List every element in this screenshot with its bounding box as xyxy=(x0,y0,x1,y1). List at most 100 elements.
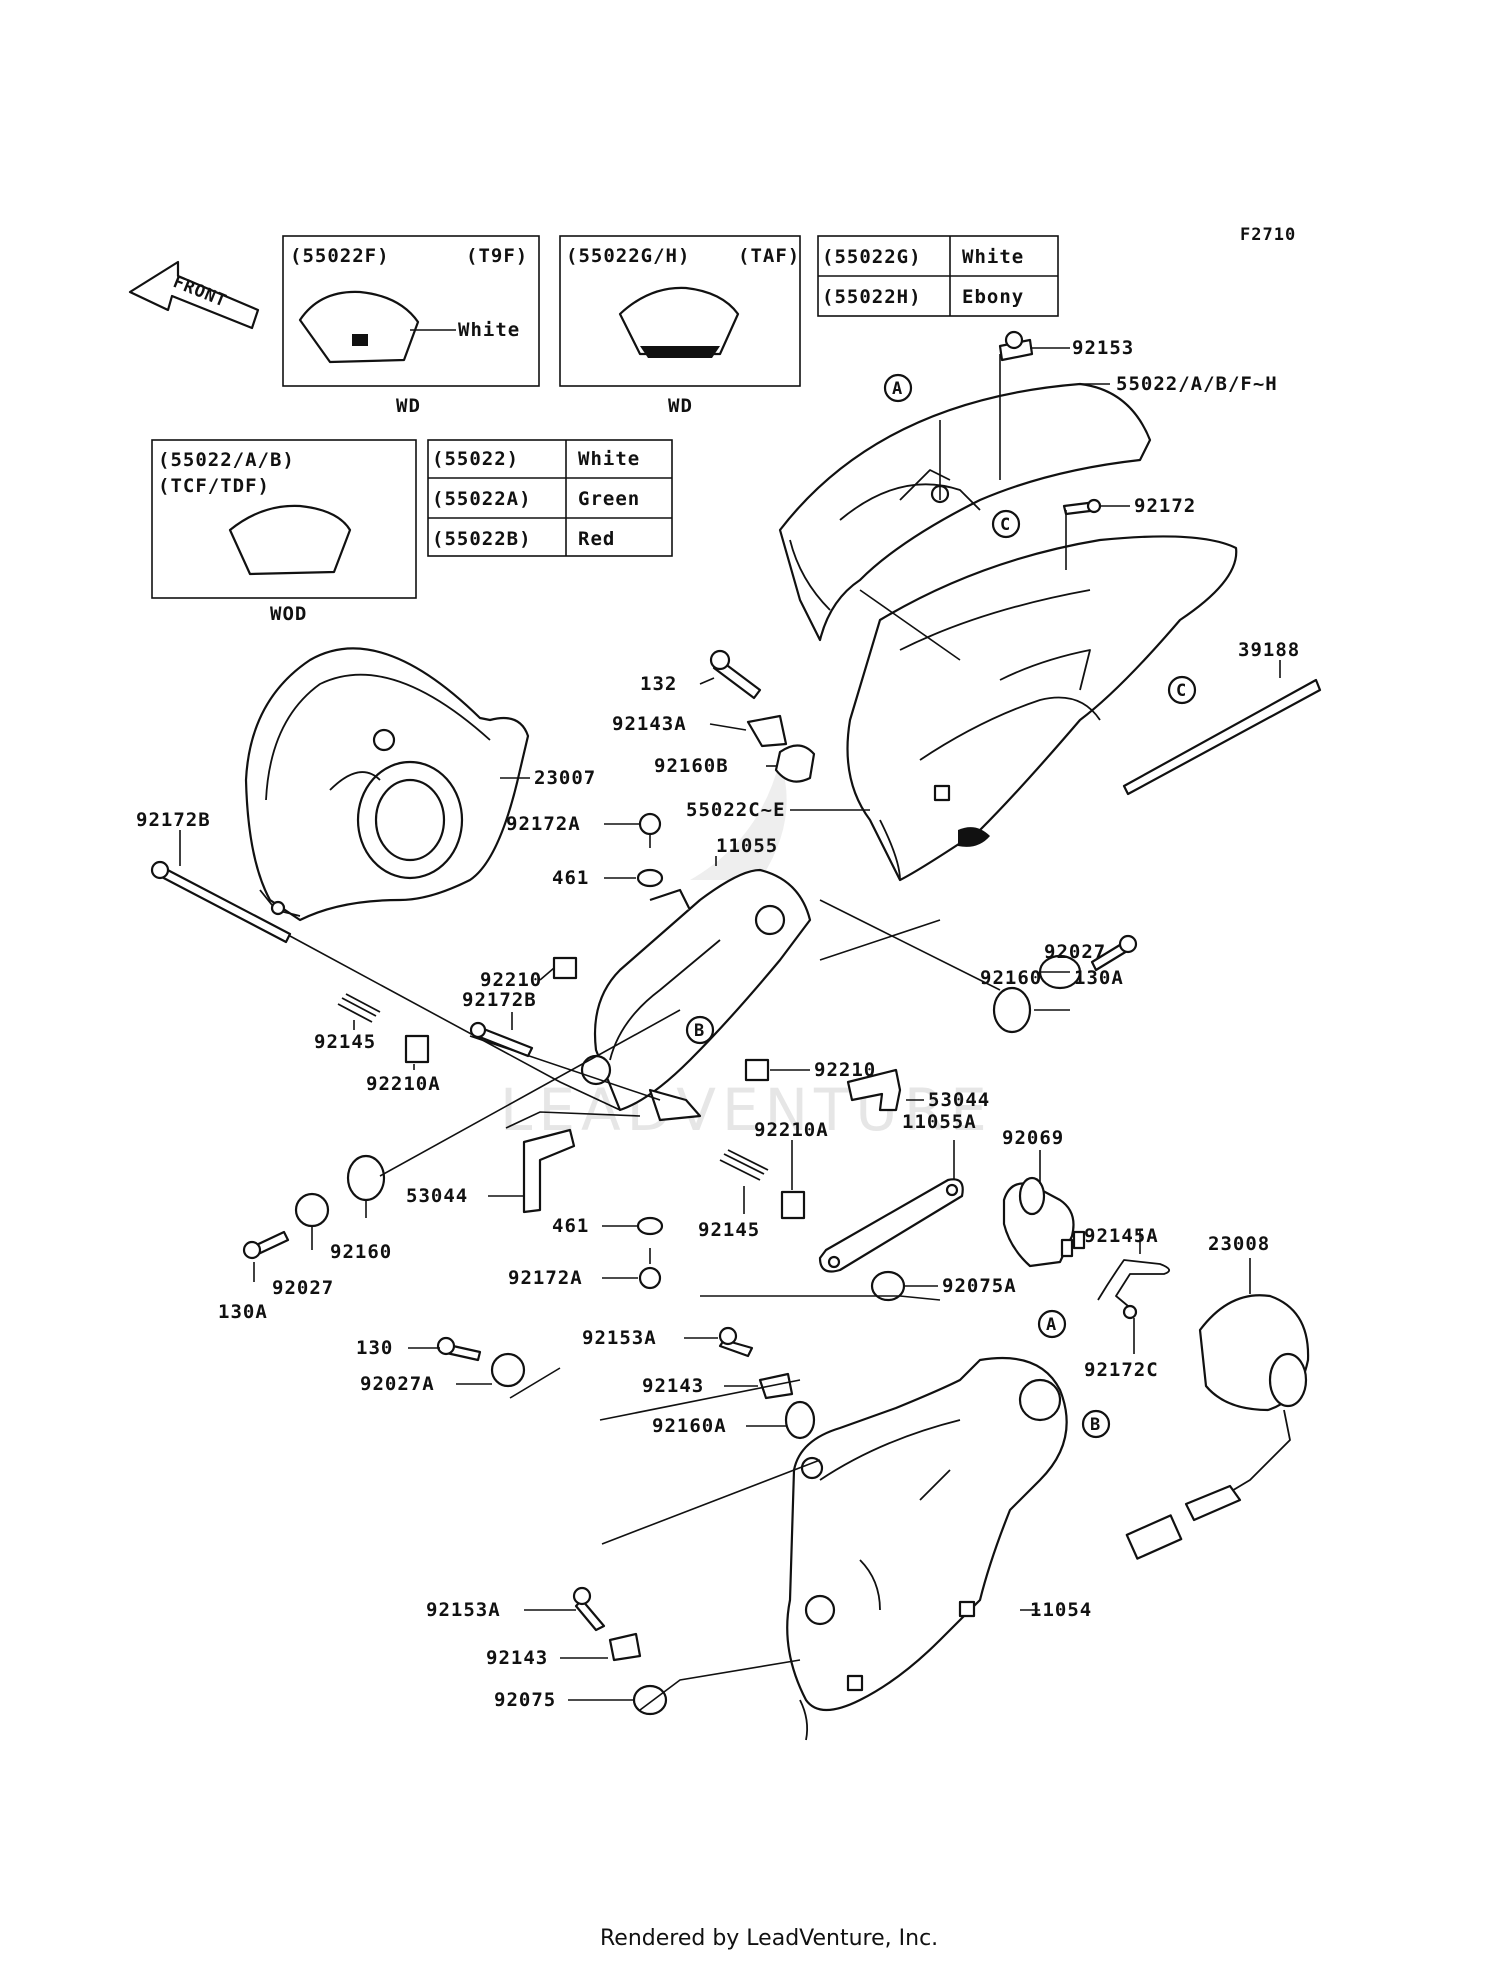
sticker-39188 xyxy=(1122,678,1322,796)
variant-caption: WD xyxy=(668,395,693,417)
svg-text:(55022B): (55022B) xyxy=(432,528,532,550)
socket-23008 xyxy=(1125,1294,1310,1560)
variant-caption: WOD xyxy=(270,603,307,625)
part-label: 92210A xyxy=(366,1073,441,1095)
part-label: 92027 xyxy=(272,1277,334,1299)
part-label: 92172A xyxy=(506,813,581,835)
svg-text:(55022): (55022) xyxy=(432,448,519,470)
part-label: 23008 xyxy=(1208,1233,1270,1255)
part-label: 92143 xyxy=(642,1375,704,1397)
part-label: 92075A xyxy=(942,1275,1017,1297)
callout-c-2: C xyxy=(1167,675,1197,705)
part-label: 461 xyxy=(552,1215,589,1237)
svg-text:C: C xyxy=(1000,515,1011,535)
part-label: 92069 xyxy=(1002,1127,1064,1149)
variant-code: (TAF) xyxy=(738,245,800,267)
watermark-text: LEADVENTURE xyxy=(500,1076,993,1144)
part-label: 92143A xyxy=(612,713,687,735)
part-label: 92160A xyxy=(652,1415,727,1437)
part-label: 39188 xyxy=(1238,639,1300,661)
svg-text:Green: Green xyxy=(578,488,640,510)
svg-text:Red: Red xyxy=(578,528,615,550)
part-label: 92210 xyxy=(814,1059,876,1081)
part-label: 92027 xyxy=(1044,941,1106,963)
variant-part: (55022G/H) xyxy=(566,245,690,267)
svg-text:B: B xyxy=(694,1021,705,1041)
watermark: LEADVENTURE xyxy=(500,760,993,1144)
headlight-housing xyxy=(580,868,812,1122)
svg-text:Ebony: Ebony xyxy=(962,286,1024,308)
part-label: 92145 xyxy=(698,1219,760,1241)
callout-b-1: B xyxy=(685,1015,715,1045)
part-label: 92145 xyxy=(314,1031,376,1053)
svg-text:C: C xyxy=(1176,681,1187,701)
variant-box-55022gh: (55022G/H) (TAF) WD xyxy=(559,235,801,417)
variant-box-55022ab: (55022/A/B) (TCF/TDF) WOD xyxy=(151,439,417,625)
svg-text:(55022G): (55022G) xyxy=(822,246,922,268)
color-table-ab: (55022) White (55022A) Green (55022B) Re… xyxy=(427,439,673,557)
svg-text:A: A xyxy=(1046,1315,1057,1335)
svg-text:White: White xyxy=(962,246,1024,268)
svg-text:White: White xyxy=(578,448,640,470)
part-label: 92160 xyxy=(330,1241,392,1263)
cowl-sketch-55022gh xyxy=(618,286,740,356)
variant-color-note: White xyxy=(458,319,520,341)
variant-caption: WD xyxy=(396,395,421,417)
bracket-11054 xyxy=(786,1356,1068,1741)
part-label: 11054 xyxy=(1030,1599,1092,1621)
headlight-assembly xyxy=(244,647,530,922)
part-label: 92145A xyxy=(1084,1225,1159,1247)
fasteners xyxy=(150,330,1138,1716)
svg-text:A: A xyxy=(892,379,903,399)
part-label: 92153A xyxy=(582,1327,657,1349)
part-label: 92160 xyxy=(980,967,1042,989)
callout-a-1: A xyxy=(883,373,913,403)
callout-b-2: B xyxy=(1081,1409,1111,1439)
plate-11055a xyxy=(818,1178,964,1273)
part-label: 92153 xyxy=(1072,337,1134,359)
part-label: 92160B xyxy=(654,755,729,777)
variant-code: (TCF/TDF) xyxy=(158,475,270,497)
svg-text:(55022A): (55022A) xyxy=(432,488,532,510)
part-label: 53044 xyxy=(406,1185,468,1207)
variant-part: (55022/A/B) xyxy=(158,449,295,471)
variant-box-55022f: (55022F) (T9F) White WD xyxy=(282,235,540,417)
spring-clip-92145a xyxy=(1097,1259,1170,1307)
color-table-gh: (55022G) White (55022H) Ebony xyxy=(817,235,1059,317)
callout-c-1: C xyxy=(991,509,1021,539)
part-label: 92172C xyxy=(1084,1359,1159,1381)
part-label: 92210A xyxy=(754,1119,829,1141)
front-arrow-icon: FRONT xyxy=(128,260,260,330)
part-label: 92143 xyxy=(486,1647,548,1669)
figure-code: F2710 xyxy=(1240,225,1296,245)
part-label: 92075 xyxy=(494,1689,556,1711)
part-label: 130A xyxy=(1074,967,1124,989)
part-label: 11055 xyxy=(716,835,778,857)
variant-code: (T9F) xyxy=(466,245,528,267)
callout-a-2: A xyxy=(1037,1309,1067,1339)
part-label: 23007 xyxy=(534,767,596,789)
cowl-sketch-55022ab xyxy=(228,504,352,576)
part-label: 130 xyxy=(356,1337,393,1359)
svg-text:(55022H): (55022H) xyxy=(822,286,922,308)
part-label: 92172B xyxy=(136,809,211,831)
part-label: 53044 xyxy=(928,1089,990,1111)
bulb-92069 xyxy=(1002,1176,1086,1268)
part-label: 92172A xyxy=(508,1267,583,1289)
part-label: 461 xyxy=(552,867,589,889)
part-label: 132 xyxy=(640,673,677,695)
cowl-sketch-55022f xyxy=(298,290,420,364)
part-label: 92027A xyxy=(360,1373,435,1395)
part-label: 11055A xyxy=(902,1111,977,1133)
part-label: 92172B xyxy=(462,989,537,1011)
svg-text:B: B xyxy=(1090,1415,1101,1435)
variant-part: (55022F) xyxy=(290,245,390,267)
footer-credit: Rendered by LeadVenture, Inc. xyxy=(600,1926,938,1951)
part-label: 92172 xyxy=(1134,495,1196,517)
part-label: 92210 xyxy=(480,969,542,991)
part-label: 55022C~E xyxy=(686,799,786,821)
part-label: 92153A xyxy=(426,1599,501,1621)
part-label: 55022/A/B/F~H xyxy=(1116,373,1278,395)
leader-lines xyxy=(179,347,1281,1711)
